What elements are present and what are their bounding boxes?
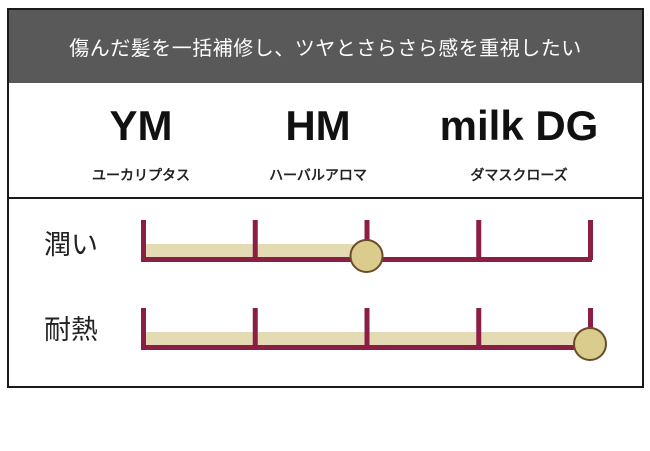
scale-tick — [476, 220, 482, 260]
section-divider — [9, 197, 642, 199]
scale-tick — [141, 220, 146, 260]
scale-tick — [588, 220, 593, 260]
level-knob — [573, 327, 607, 361]
product-scent: ハーバルアロマ — [269, 168, 367, 184]
header-banner: 傷んだ髪を一括補修し、ツヤとさらさら感を重視したい — [9, 10, 642, 83]
scale-tick — [141, 308, 146, 348]
scale-label-moisture: 潤い — [44, 230, 98, 261]
moisture-scale — [141, 220, 593, 273]
scale-tick — [364, 308, 370, 348]
product-scent: ダマスクローズ — [470, 168, 568, 184]
product-code: YM — [109, 102, 173, 149]
rating-scales — [141, 220, 607, 361]
level-knob — [349, 239, 384, 273]
scale-tick — [252, 308, 258, 348]
product-code: HM — [285, 102, 351, 149]
scale-tick — [252, 220, 258, 260]
heat-resistance-scale — [141, 308, 607, 361]
scale-tick — [476, 308, 482, 348]
scale-label-heat-resistance: 耐熱 — [44, 315, 98, 346]
product-code: milk DG — [439, 102, 599, 149]
comparison-card: 傷んだ髪を一括補修し、ツヤとさらさら感を重視したい YM ユーカリプタス HM … — [7, 8, 644, 388]
product-scent: ユーカリプタス — [92, 168, 190, 184]
header-title: 傷んだ髪を一括補修し、ツヤとさらさら感を重視したい — [69, 36, 582, 60]
product-row: YM ユーカリプタス HM ハーバルアロマ milk DG ダマスクローズ — [9, 83, 642, 199]
